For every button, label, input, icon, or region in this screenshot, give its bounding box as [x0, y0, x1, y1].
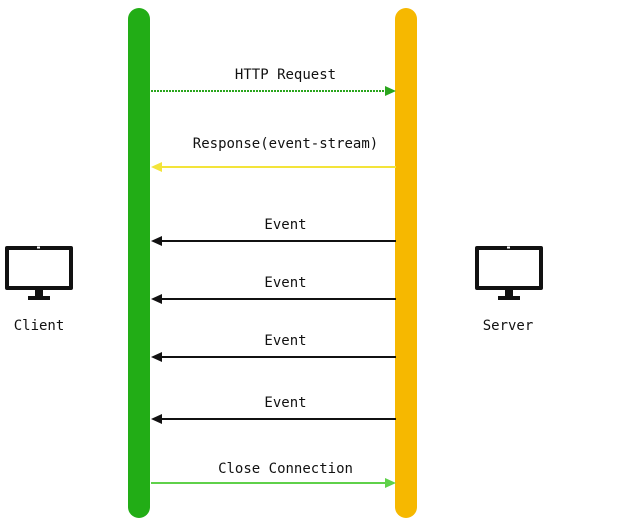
message-arrow [151, 478, 396, 488]
arrow-head [151, 294, 162, 304]
arrow-head [151, 162, 162, 172]
message-label: Close Connection [218, 461, 353, 477]
arrow-head [385, 86, 396, 96]
message-label: Event [264, 333, 307, 349]
server-computer-icon [474, 245, 544, 301]
message-arrow [151, 236, 396, 246]
arrow-head [151, 352, 162, 362]
message-arrow [151, 162, 396, 172]
message-label: Response(event-stream) [192, 136, 379, 152]
message-label: Event [264, 275, 307, 291]
client-lifeline [128, 8, 150, 518]
server-label: Server [482, 318, 534, 334]
arrow-head [385, 478, 396, 488]
message-arrow [151, 352, 396, 362]
arrow-head [151, 236, 162, 246]
arrow-head [151, 414, 162, 424]
message-arrow [151, 414, 396, 424]
server-lifeline [395, 8, 417, 518]
message-label: Event [264, 217, 307, 233]
message-label: HTTP Request [234, 67, 337, 83]
message-arrow [151, 294, 396, 304]
message-label: Event [264, 395, 307, 411]
client-label: Client [13, 318, 65, 334]
client-computer-icon [4, 245, 74, 301]
message-arrow [151, 86, 396, 96]
